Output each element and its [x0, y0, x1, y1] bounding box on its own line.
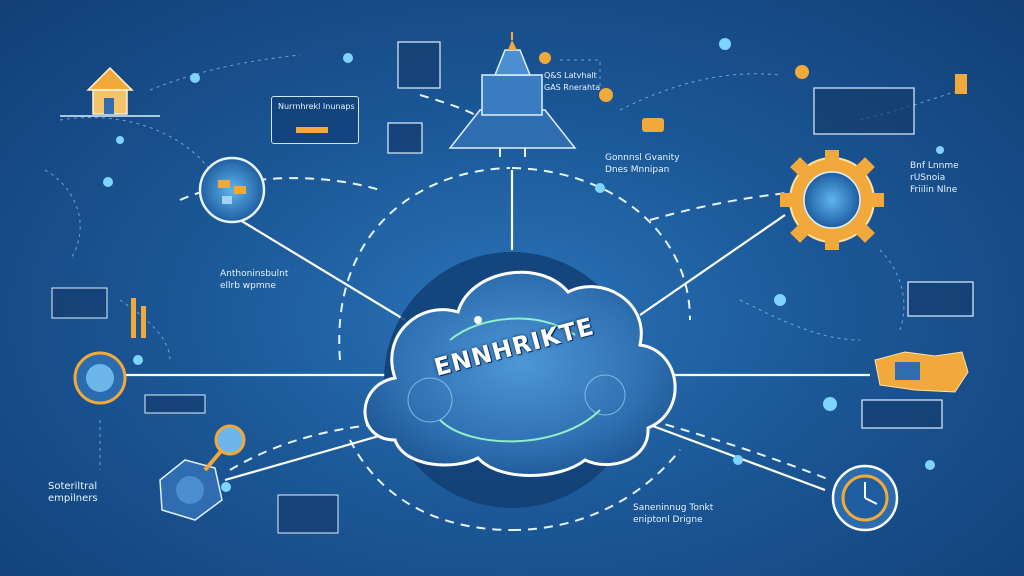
clock-dial-icon: [831, 464, 899, 532]
panel-accent-bar: [296, 127, 328, 133]
map-region-icon: [874, 351, 969, 393]
house-icon: [60, 66, 160, 117]
data-globe-icon: [198, 156, 266, 224]
label-bottom-left: Soteriltral empilners: [48, 481, 98, 504]
dashed-orbit-lines: [179, 94, 841, 531]
label-left-middle: Anthoninsbulnt ellrb wpmne: [220, 269, 289, 291]
analytics-badge-icon: [73, 351, 127, 405]
thin-network-lines: [44, 54, 961, 470]
globe-polygon-icon: [159, 424, 246, 521]
central-cloud: [363, 270, 677, 477]
panel-heading: Nurrnhrekl Inunaps: [278, 102, 355, 111]
glow-nodes: [103, 38, 944, 492]
label-right-upper: Bnf Lnnme rUSnoia Friilin Nlne: [910, 161, 959, 195]
label-top-center: Q&S Latvhalt GAS Rnerahta: [544, 71, 601, 92]
top-left-info-panel: Nurrnhrekl Inunaps: [271, 96, 359, 144]
label-top-right: Gonnnsl Gvanity Dnes Mnnipan: [605, 153, 680, 175]
gear-icon: [780, 150, 884, 250]
top-ui-panels: [387, 41, 974, 429]
label-bottom-right: Saneninnug Tonkt eniptonl Drigne: [633, 503, 714, 525]
accent-dots: [539, 52, 967, 132]
tower-building-icon: [448, 32, 577, 149]
left-dashboard-panels: [51, 287, 339, 534]
